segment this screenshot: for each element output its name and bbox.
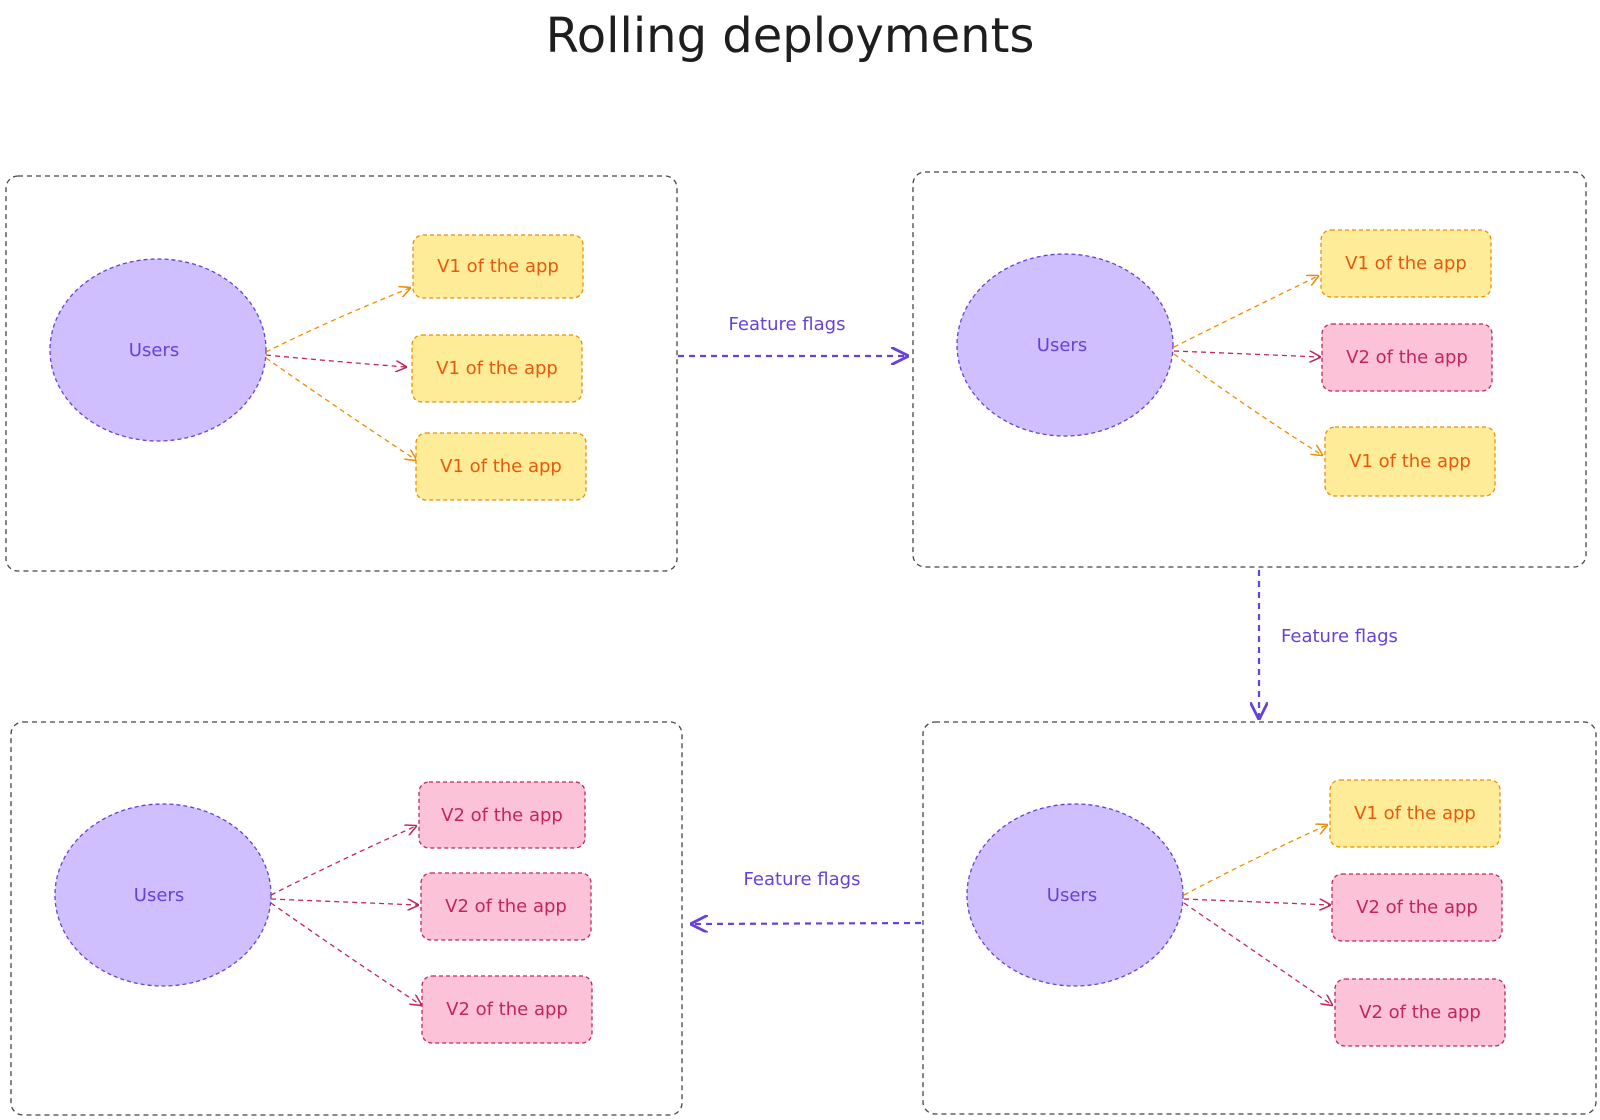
users-label: Users — [1037, 335, 1087, 356]
app-instance-label: V1 of the app — [1354, 803, 1476, 824]
app-instance-label: V2 of the app — [1356, 897, 1478, 918]
panel-frame — [5, 175, 678, 572]
users-node — [956, 253, 1174, 437]
diagram-title: Rolling deployments — [546, 8, 1035, 64]
transition-3-to-4: Feature flags — [692, 869, 922, 924]
app-instance-v1 — [1320, 229, 1492, 298]
connector-arrow — [270, 898, 418, 905]
users-label: Users — [134, 885, 184, 906]
app-instance-label: V2 of the app — [446, 999, 568, 1020]
app-instance-v1 — [1324, 426, 1496, 497]
panel-frame — [922, 721, 1597, 1115]
connector-arrow — [265, 288, 410, 353]
panel-stage-3: Users V1 of the app V2 of the app V2 of … — [922, 721, 1597, 1115]
panel-frame — [912, 171, 1587, 568]
feature-flags-label: Feature flags — [1281, 626, 1398, 647]
app-instance-label: V2 of the app — [1346, 347, 1468, 368]
app-instance-v2 — [1321, 323, 1493, 392]
connector-arrow — [270, 902, 421, 1005]
connector-arrow — [265, 357, 416, 460]
connector-arrow — [1173, 350, 1320, 357]
app-instance-v2 — [420, 872, 592, 941]
connector-arrow — [270, 826, 416, 896]
connector-arrow — [265, 354, 406, 367]
panel-frame — [10, 721, 683, 1116]
connector-arrow — [1183, 898, 1330, 905]
panel-stage-2: Users V1 of the app V2 of the app V1 of … — [912, 171, 1587, 568]
panel-stage-4: Users V2 of the app V2 of the app V2 of … — [10, 721, 683, 1116]
app-instance-label: V2 of the app — [1359, 1002, 1481, 1023]
app-instance-label: V1 of the app — [1349, 451, 1471, 472]
app-instance-v2 — [418, 781, 586, 849]
connector-arrow — [1183, 825, 1327, 896]
feature-flags-label: Feature flags — [744, 869, 861, 890]
app-instance-label: V2 of the app — [445, 896, 567, 917]
connector-arrow — [1183, 902, 1332, 1005]
app-instance-label: V1 of the app — [1345, 253, 1467, 274]
users-label: Users — [129, 340, 179, 361]
app-instance-label: V2 of the app — [441, 805, 563, 826]
app-instance-label: V1 of the app — [440, 456, 562, 477]
app-instance-v1 — [412, 234, 584, 299]
app-instance-v2 — [421, 975, 593, 1044]
users-node — [966, 803, 1184, 987]
app-instance-v1 — [411, 334, 583, 403]
app-instance-v1 — [415, 432, 587, 501]
app-instance-v1 — [1329, 779, 1501, 848]
app-instance-v2 — [1331, 873, 1503, 942]
connector-arrow — [1173, 276, 1318, 348]
feature-flags-label: Feature flags — [729, 314, 846, 335]
app-instance-v2 — [1334, 978, 1506, 1047]
users-node — [49, 258, 267, 442]
connector-arrow — [1173, 353, 1322, 455]
transition-2-to-3: Feature flags — [1259, 570, 1398, 718]
app-instance-label: V1 of the app — [437, 256, 559, 277]
users-label: Users — [1047, 885, 1097, 906]
transition-1-to-2: Feature flags — [678, 314, 907, 356]
panel-stage-1: Users V1 of the app V1 of the app V1 of … — [5, 175, 678, 572]
feature-flags-arrow — [692, 923, 922, 924]
app-instance-label: V1 of the app — [436, 358, 558, 379]
